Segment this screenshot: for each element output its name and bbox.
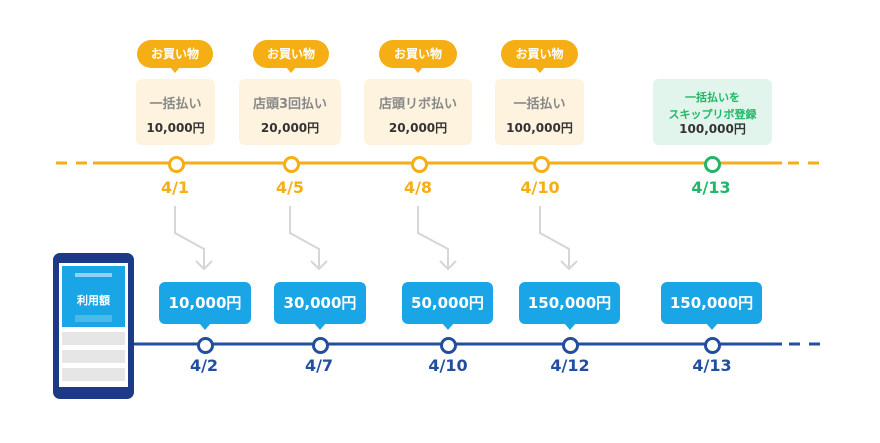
- usage-balance: 50,000円: [402, 282, 493, 330]
- timeline-node: [197, 337, 214, 354]
- purchase-card: 店頭リボ払い 20,000円: [364, 79, 472, 145]
- smartphone-icon: 利用額: [53, 253, 134, 399]
- phone-list-row: [62, 368, 125, 381]
- purchase-date: 4/1: [160, 178, 190, 197]
- skip-revolving-label: 一括払いを スキップリボ登録: [653, 89, 772, 123]
- flow-arrow: [289, 206, 328, 271]
- purchase-card: 店頭3回払い 20,000円: [239, 79, 341, 145]
- payment-method: 一括払い: [513, 97, 566, 112]
- timeline-node: [168, 156, 185, 173]
- usage-date: 4/13: [692, 356, 732, 375]
- skip-revolving-date: 4/13: [691, 178, 731, 197]
- shopping-tag: お買い物: [253, 40, 329, 73]
- phone-usage-panel: 利用額: [62, 266, 125, 327]
- payment-method: 一括払い: [149, 97, 202, 112]
- purchase-date: 4/8: [403, 178, 433, 197]
- usage-balance: 30,000円: [274, 282, 366, 330]
- purchase-amount: 100,000円: [506, 121, 573, 135]
- timeline-node: [533, 156, 550, 173]
- usage-date: 4/10: [428, 356, 468, 375]
- phone-screen: 利用額: [59, 263, 128, 387]
- timeline-node: [704, 156, 721, 173]
- phone-list-row: [62, 332, 125, 345]
- usage-balance: 150,000円: [519, 282, 620, 330]
- payment-method: 店頭3回払い: [252, 97, 328, 112]
- shopping-tag: お買い物: [137, 40, 213, 73]
- payment-method: 店頭リボ払い: [378, 97, 457, 112]
- skip-revolving-card: 一括払いを スキップリボ登録 100,000円: [653, 79, 772, 145]
- skip-revolving-line2: スキップリボ登録: [668, 108, 757, 121]
- purchase-amount: 20,000円: [260, 121, 320, 135]
- timeline-node: [562, 337, 579, 354]
- purchase-amount: 20,000円: [388, 121, 448, 135]
- flow-arrow: [539, 206, 578, 271]
- usage-date: 4/2: [189, 356, 219, 375]
- usage-balance: 150,000円: [661, 282, 762, 330]
- purchase-card: 一括払い 10,000円: [136, 79, 215, 145]
- timeline-node: [411, 156, 428, 173]
- timeline-node: [704, 337, 721, 354]
- purchase-date: 4/5: [275, 178, 305, 197]
- purchase-date: 4/10: [520, 178, 560, 197]
- usage-amount-label: 利用額: [77, 294, 110, 307]
- timeline-node: [440, 337, 457, 354]
- purchase-card: 一括払い 100,000円: [495, 79, 584, 145]
- timeline-node: [283, 156, 300, 173]
- flow-arrow: [417, 206, 457, 271]
- shopping-tag: お買い物: [501, 40, 578, 73]
- skip-revolving-line1: 一括払いを: [685, 91, 740, 104]
- phone-header-line: [75, 273, 112, 277]
- usage-date: 4/7: [304, 356, 334, 375]
- usage-balance: 10,000円: [159, 282, 251, 330]
- phone-list-row: [62, 350, 125, 363]
- usage-date: 4/12: [550, 356, 590, 375]
- shopping-tag: お買い物: [379, 40, 457, 73]
- flow-arrow: [174, 206, 213, 271]
- skip-revolving-amount: 100,000円: [679, 122, 746, 136]
- timeline-node: [312, 337, 329, 354]
- phone-usage-bar: [75, 315, 112, 322]
- purchase-amount: 10,000円: [146, 121, 205, 135]
